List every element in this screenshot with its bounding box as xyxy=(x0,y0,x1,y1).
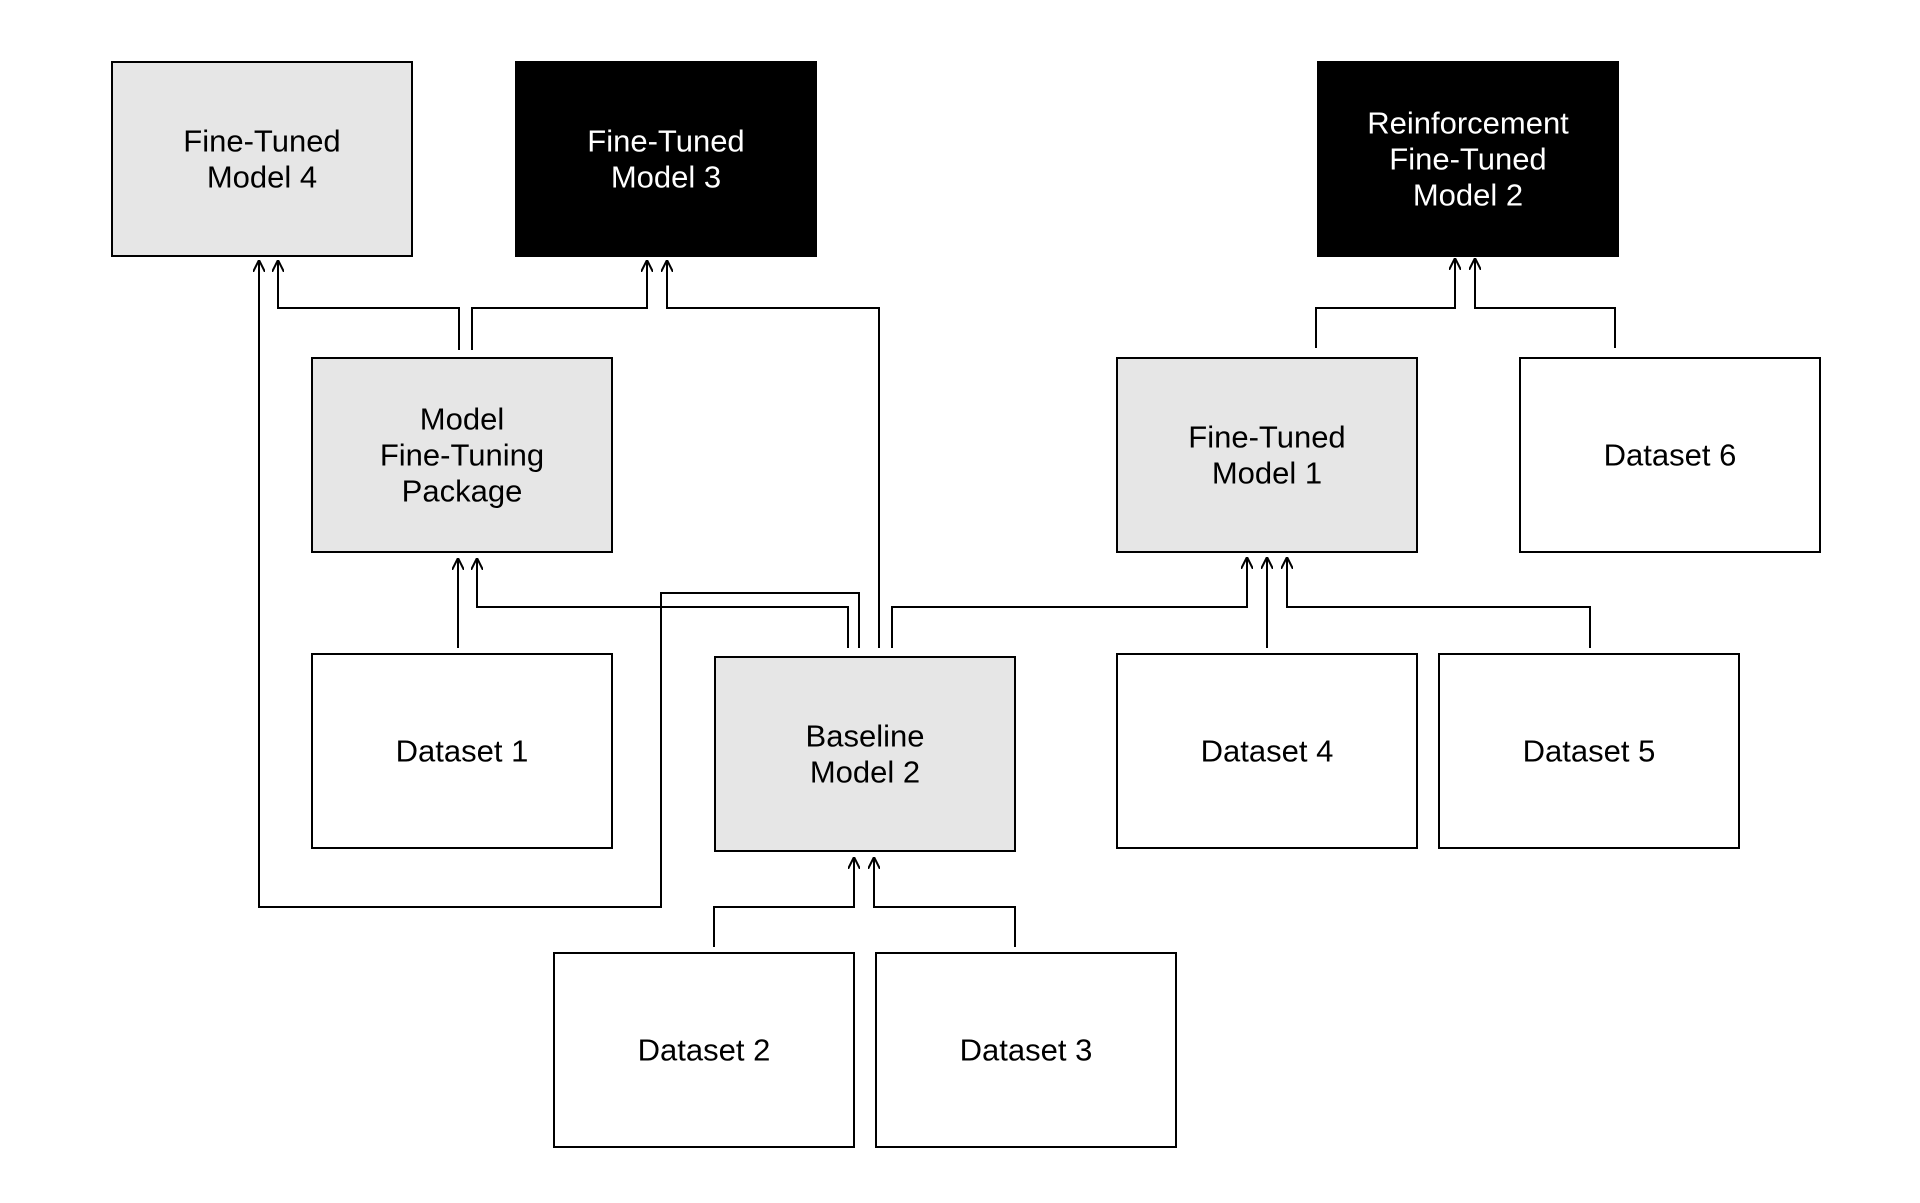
node-label: Fine-Tuning xyxy=(380,438,544,473)
node-box xyxy=(1317,61,1619,257)
node-label: Model 4 xyxy=(207,160,317,195)
edge-baseline-model-2-to-fine-tuned-model-3 xyxy=(667,260,880,648)
node-label: Model xyxy=(420,402,504,437)
node-dataset-1: Dataset 1 xyxy=(311,653,613,849)
edge-model-fine-tuning-package-to-fine-tuned-model-4 xyxy=(278,260,460,350)
node-label: Fine-Tuned xyxy=(1389,142,1546,177)
node-box xyxy=(311,357,613,553)
edge-baseline-model-2-to-model-fine-tuning-package xyxy=(477,558,849,648)
node-box xyxy=(1519,357,1821,553)
node-label: Fine-Tuned xyxy=(183,124,340,159)
node-label: Dataset 1 xyxy=(396,734,529,769)
node-box xyxy=(1116,653,1418,849)
node-label: Dataset 5 xyxy=(1523,734,1656,769)
node-label: Model 2 xyxy=(1413,178,1523,213)
edge-fine-tuned-model-1-to-reinforcement-fine-tuned-model-2 xyxy=(1315,258,1455,348)
node-box xyxy=(875,952,1177,1148)
node-label: Dataset 2 xyxy=(638,1033,771,1068)
edge-baseline-model-2-to-fine-tuned-model-4 xyxy=(259,260,860,908)
node-label: Reinforcement xyxy=(1367,106,1569,141)
node-label: Fine-Tuned xyxy=(1188,420,1345,455)
node-label: Dataset 4 xyxy=(1201,734,1334,769)
node-label: Package xyxy=(402,474,523,509)
node-label: Fine-Tuned xyxy=(587,124,744,159)
node-box xyxy=(714,656,1016,852)
edge-dataset-2-to-baseline-model-2 xyxy=(713,857,854,947)
node-box xyxy=(311,653,613,849)
node-box xyxy=(553,952,855,1148)
node-dataset-3: Dataset 3 xyxy=(875,952,1177,1148)
node-box xyxy=(515,61,817,257)
node-label: Baseline xyxy=(806,719,925,754)
edge-baseline-model-2-to-fine-tuned-model-1 xyxy=(891,557,1247,648)
node-dataset-6: Dataset 6 xyxy=(1519,357,1821,553)
edge-dataset-3-to-baseline-model-2 xyxy=(874,857,1016,947)
node-box xyxy=(111,61,413,257)
edges-layer xyxy=(259,258,1616,947)
node-dataset-4: Dataset 4 xyxy=(1116,653,1418,849)
node-label: Model 2 xyxy=(810,755,920,790)
node-box xyxy=(1438,653,1740,849)
node-label: Model 1 xyxy=(1212,456,1322,491)
node-label: Dataset 6 xyxy=(1604,438,1737,473)
node-dataset-5: Dataset 5 xyxy=(1438,653,1740,849)
node-dataset-2: Dataset 2 xyxy=(553,952,855,1148)
edge-model-fine-tuning-package-to-fine-tuned-model-3 xyxy=(471,260,647,350)
edge-dataset-5-to-fine-tuned-model-1 xyxy=(1287,557,1591,648)
node-label: Dataset 3 xyxy=(960,1033,1093,1068)
node-label: Model 3 xyxy=(611,160,721,195)
edge-dataset-6-to-reinforcement-fine-tuned-model-2 xyxy=(1475,258,1616,348)
node-box xyxy=(1116,357,1418,553)
